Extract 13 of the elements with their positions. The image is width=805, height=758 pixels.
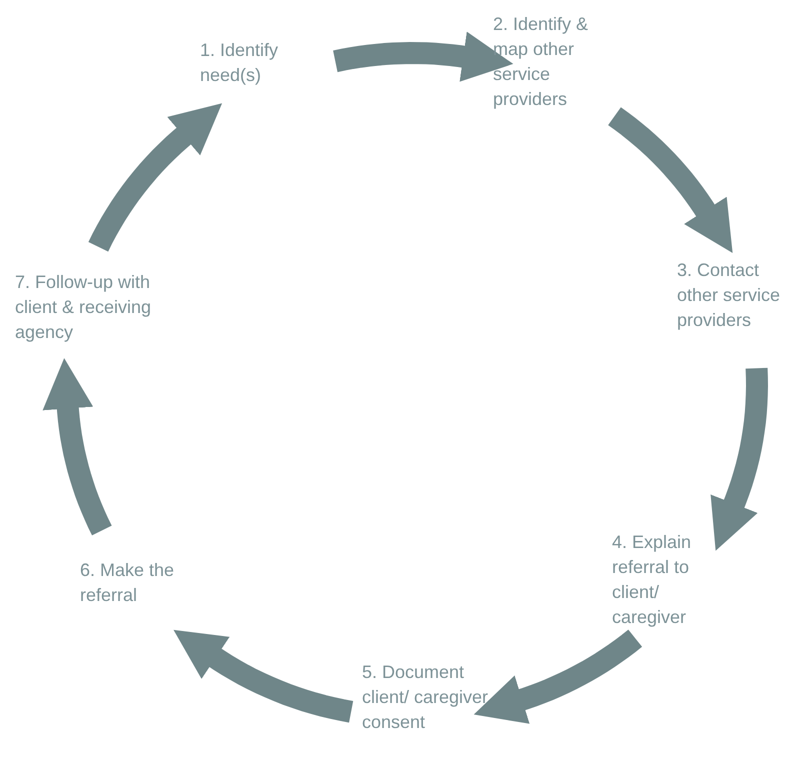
step-label: 3. Contact other service providers xyxy=(677,258,805,333)
curved-arrow xyxy=(88,103,222,252)
curved-arrow xyxy=(710,366,768,551)
curved-arrow xyxy=(332,32,514,82)
curved-arrow xyxy=(608,107,733,253)
step-label: 6. Make the referral xyxy=(80,558,215,608)
step-label: 5. Document client/ caregiver consent xyxy=(362,660,497,735)
step-label: 1. Identify need(s) xyxy=(200,38,320,88)
curved-arrow xyxy=(174,630,354,723)
step-label: 7. Follow-up with client & receiving agency xyxy=(15,270,155,345)
step-label: 4. Explain referral to client/ caregiver xyxy=(612,530,732,630)
curved-arrow xyxy=(474,630,642,724)
curved-arrow xyxy=(42,358,112,536)
